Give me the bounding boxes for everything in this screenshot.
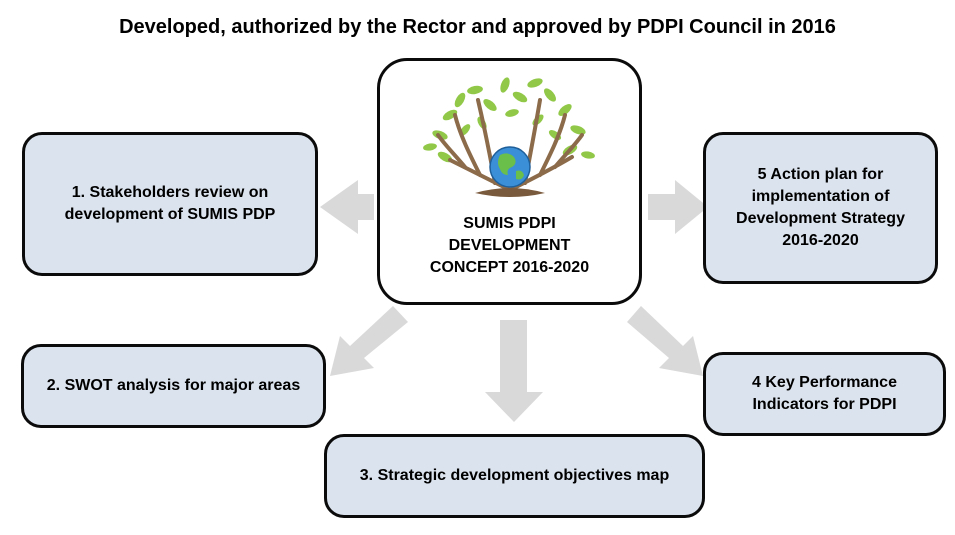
center-line-2: DEVELOPMENT [448, 237, 571, 254]
diagram-title: Developed, authorized by the Rector and … [119, 16, 836, 38]
arrow-down-right [627, 306, 703, 376]
tree-globe-icon [423, 77, 595, 197]
center-concept-label: SUMIS PDPI DEVELOPMENT CONCEPT 2016-2020 [380, 213, 639, 279]
box-action-plan: 5 Action plan for implementation of Deve… [703, 132, 938, 284]
box-stakeholders-review: 1. Stakeholders review on development of… [22, 132, 318, 276]
box-strategic-objectives-map: 3. Strategic development objectives map [324, 434, 705, 518]
center-concept-box: SUMIS PDPI DEVELOPMENT CONCEPT 2016-2020 [377, 58, 642, 305]
center-line-1: SUMIS PDPI [463, 215, 556, 232]
arrow-left [320, 180, 374, 234]
arrow-right [648, 180, 708, 234]
box-swot-analysis: 2. SWOT analysis for major areas [21, 344, 326, 428]
box-key-performance-indicators: 4 Key Performance Indicators for PDPI [703, 352, 946, 436]
center-line-3: CONCEPT 2016-2020 [429, 259, 590, 276]
arrow-down-left [330, 306, 408, 376]
arrow-down [485, 320, 543, 422]
